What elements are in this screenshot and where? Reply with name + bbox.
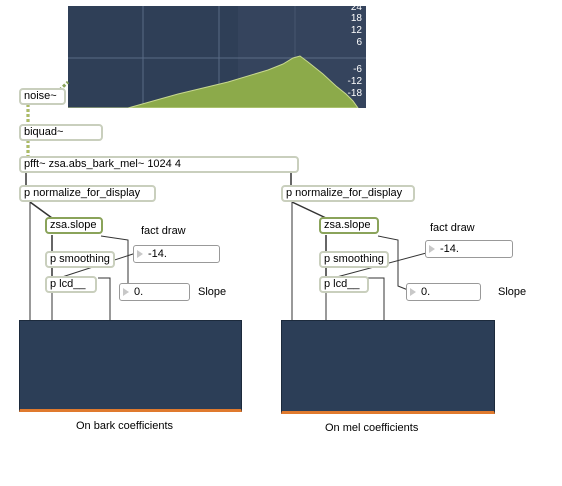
db-label: 18	[350, 13, 362, 24]
lcd-display-right[interactable]	[281, 320, 495, 414]
caption-right: On mel coefficients	[325, 422, 419, 434]
slope-value-right: 0.	[421, 286, 431, 298]
smoothing-object-right[interactable]: p smoothing	[319, 251, 389, 268]
slope-object-right[interactable]: zsa.slope	[319, 217, 379, 234]
slope-value-left: 0.	[134, 286, 144, 298]
smoothing-object-left[interactable]: p smoothing	[45, 251, 115, 268]
filtergraph[interactable]: 24 18 12 6 -6 -12 -18	[68, 6, 366, 108]
normalize-object-right[interactable]: p normalize_for_display	[281, 185, 415, 202]
number-arrow-icon	[429, 245, 435, 253]
lcd-display-left[interactable]	[19, 320, 242, 412]
caption-left: On bark coefficients	[76, 420, 174, 432]
slope-label-right: Slope	[498, 286, 527, 298]
db-label: 6	[356, 37, 362, 48]
number-arrow-icon	[410, 288, 416, 296]
noise-object[interactable]: noise~	[19, 88, 66, 105]
lcd-object-left[interactable]: p lcd__	[45, 276, 97, 293]
pfft-object[interactable]: pfft~ zsa.abs_bark_mel~ 1024 4	[19, 156, 299, 173]
fact-draw-label-right: fact draw	[430, 222, 475, 234]
biquad-object[interactable]: biquad~	[19, 124, 103, 141]
fact-number-box-left[interactable]: -14.	[133, 245, 220, 263]
db-label: 12	[350, 25, 362, 36]
db-label: -6	[353, 64, 362, 75]
fact-draw-label-left: fact draw	[141, 225, 186, 237]
slope-number-box-left[interactable]: 0.	[119, 283, 190, 301]
number-arrow-icon	[123, 288, 129, 296]
db-label: -12	[347, 76, 362, 87]
number-arrow-icon	[137, 250, 143, 258]
slope-label-left: Slope	[198, 286, 227, 298]
filtergraph-plot	[68, 6, 366, 108]
slope-number-box-right[interactable]: 0.	[406, 283, 481, 301]
lcd-object-right[interactable]: p lcd__	[319, 276, 369, 293]
fact-number-box-right[interactable]: -14.	[425, 240, 513, 258]
db-label: -18	[347, 88, 362, 99]
fact-value-left: -14.	[148, 248, 167, 260]
fact-value-right: -14.	[440, 243, 459, 255]
db-label: 24	[350, 6, 362, 13]
slope-object-left[interactable]: zsa.slope	[45, 217, 103, 234]
normalize-object-left[interactable]: p normalize_for_display	[19, 185, 156, 202]
